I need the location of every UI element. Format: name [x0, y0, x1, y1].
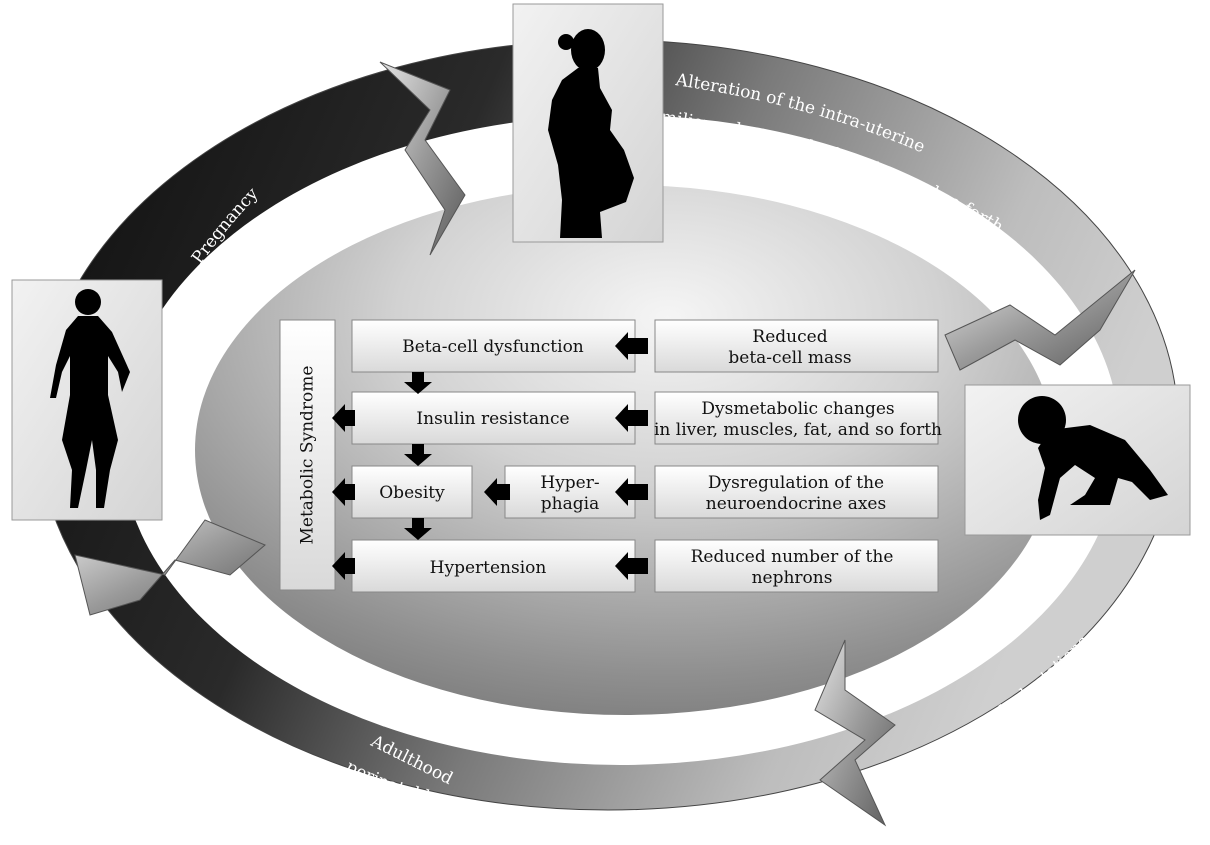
arrow-down-icon	[404, 372, 432, 394]
metabolic-syndrome-box: Metabolic Syndrome	[279, 319, 336, 591]
arrow-left-icon	[332, 478, 355, 506]
arrow-left-icon	[484, 478, 510, 506]
reduced-beta-label-line2: beta-cell mass	[728, 348, 851, 368]
hypertension-box: Hypertension	[351, 539, 636, 593]
hyperphagia-label-line1: Hyper-	[540, 473, 599, 493]
chevron-arrow-right	[944, 269, 1136, 371]
dysmetabolic-changes-box: Dysmetabolic changes in liver, muscles, …	[654, 391, 942, 445]
woman-figure-frame	[11, 279, 163, 521]
hyperphagia-box: Hyper- phagia	[504, 465, 636, 519]
reduced-beta-label-line1: Reduced	[752, 327, 827, 347]
arrow-down-icon	[404, 518, 432, 540]
arrow-left-icon	[332, 404, 355, 432]
chevron-arrow-bottom-left	[74, 519, 266, 616]
obesity-label: Obesity	[379, 483, 445, 503]
dysregulation-label-line2: neuroendocrine axes	[706, 494, 886, 514]
infant-silhouette-icon	[1018, 396, 1168, 520]
dysregulation-box: Dysregulation of the neuroendocrine axes	[654, 465, 939, 519]
arrow-down-icon	[404, 444, 432, 466]
arrow-left-icon	[615, 332, 648, 360]
reduced-beta-cell-mass-box: Reduced beta-cell mass	[654, 319, 939, 373]
obesity-box: Obesity	[351, 465, 473, 519]
beta-cell-dysfunction-label: Beta-cell dysfunction	[402, 337, 584, 357]
arrow-left-icon	[332, 552, 355, 580]
arrow-left-icon	[615, 552, 648, 580]
dysmetabolic-label-line1: Dysmetabolic changes	[701, 399, 894, 419]
chevron-arrow-top-left	[379, 61, 466, 256]
woman-silhouette-icon	[50, 289, 130, 508]
nephrons-label-line2: nephrons	[752, 568, 833, 588]
infant-figure-frame	[964, 384, 1191, 536]
metabolic-syndrome-label: Metabolic Syndrome	[298, 366, 318, 545]
nephrons-label-line1: Reduced number of the	[691, 547, 894, 567]
pregnant-figure-frame	[512, 3, 664, 243]
insulin-resistance-box: Insulin resistance	[351, 391, 636, 445]
arrow-left-icon	[615, 404, 648, 432]
hyperphagia-label-line2: phagia	[541, 494, 599, 514]
hypertension-label: Hypertension	[430, 558, 547, 578]
dysmetabolic-label-line2: in liver, muscles, fat, and so forth	[654, 420, 942, 440]
dysregulation-label-line1: Dysregulation of the	[708, 473, 884, 493]
insulin-resistance-label: Insulin resistance	[416, 409, 569, 429]
reduced-nephrons-box: Reduced number of the nephrons	[654, 539, 939, 593]
beta-cell-dysfunction-box: Beta-cell dysfunction	[351, 319, 636, 373]
pregnant-silhouette-icon	[548, 29, 634, 238]
arrow-left-icon	[615, 478, 648, 506]
chevron-arrow-bottom-right	[814, 639, 896, 827]
